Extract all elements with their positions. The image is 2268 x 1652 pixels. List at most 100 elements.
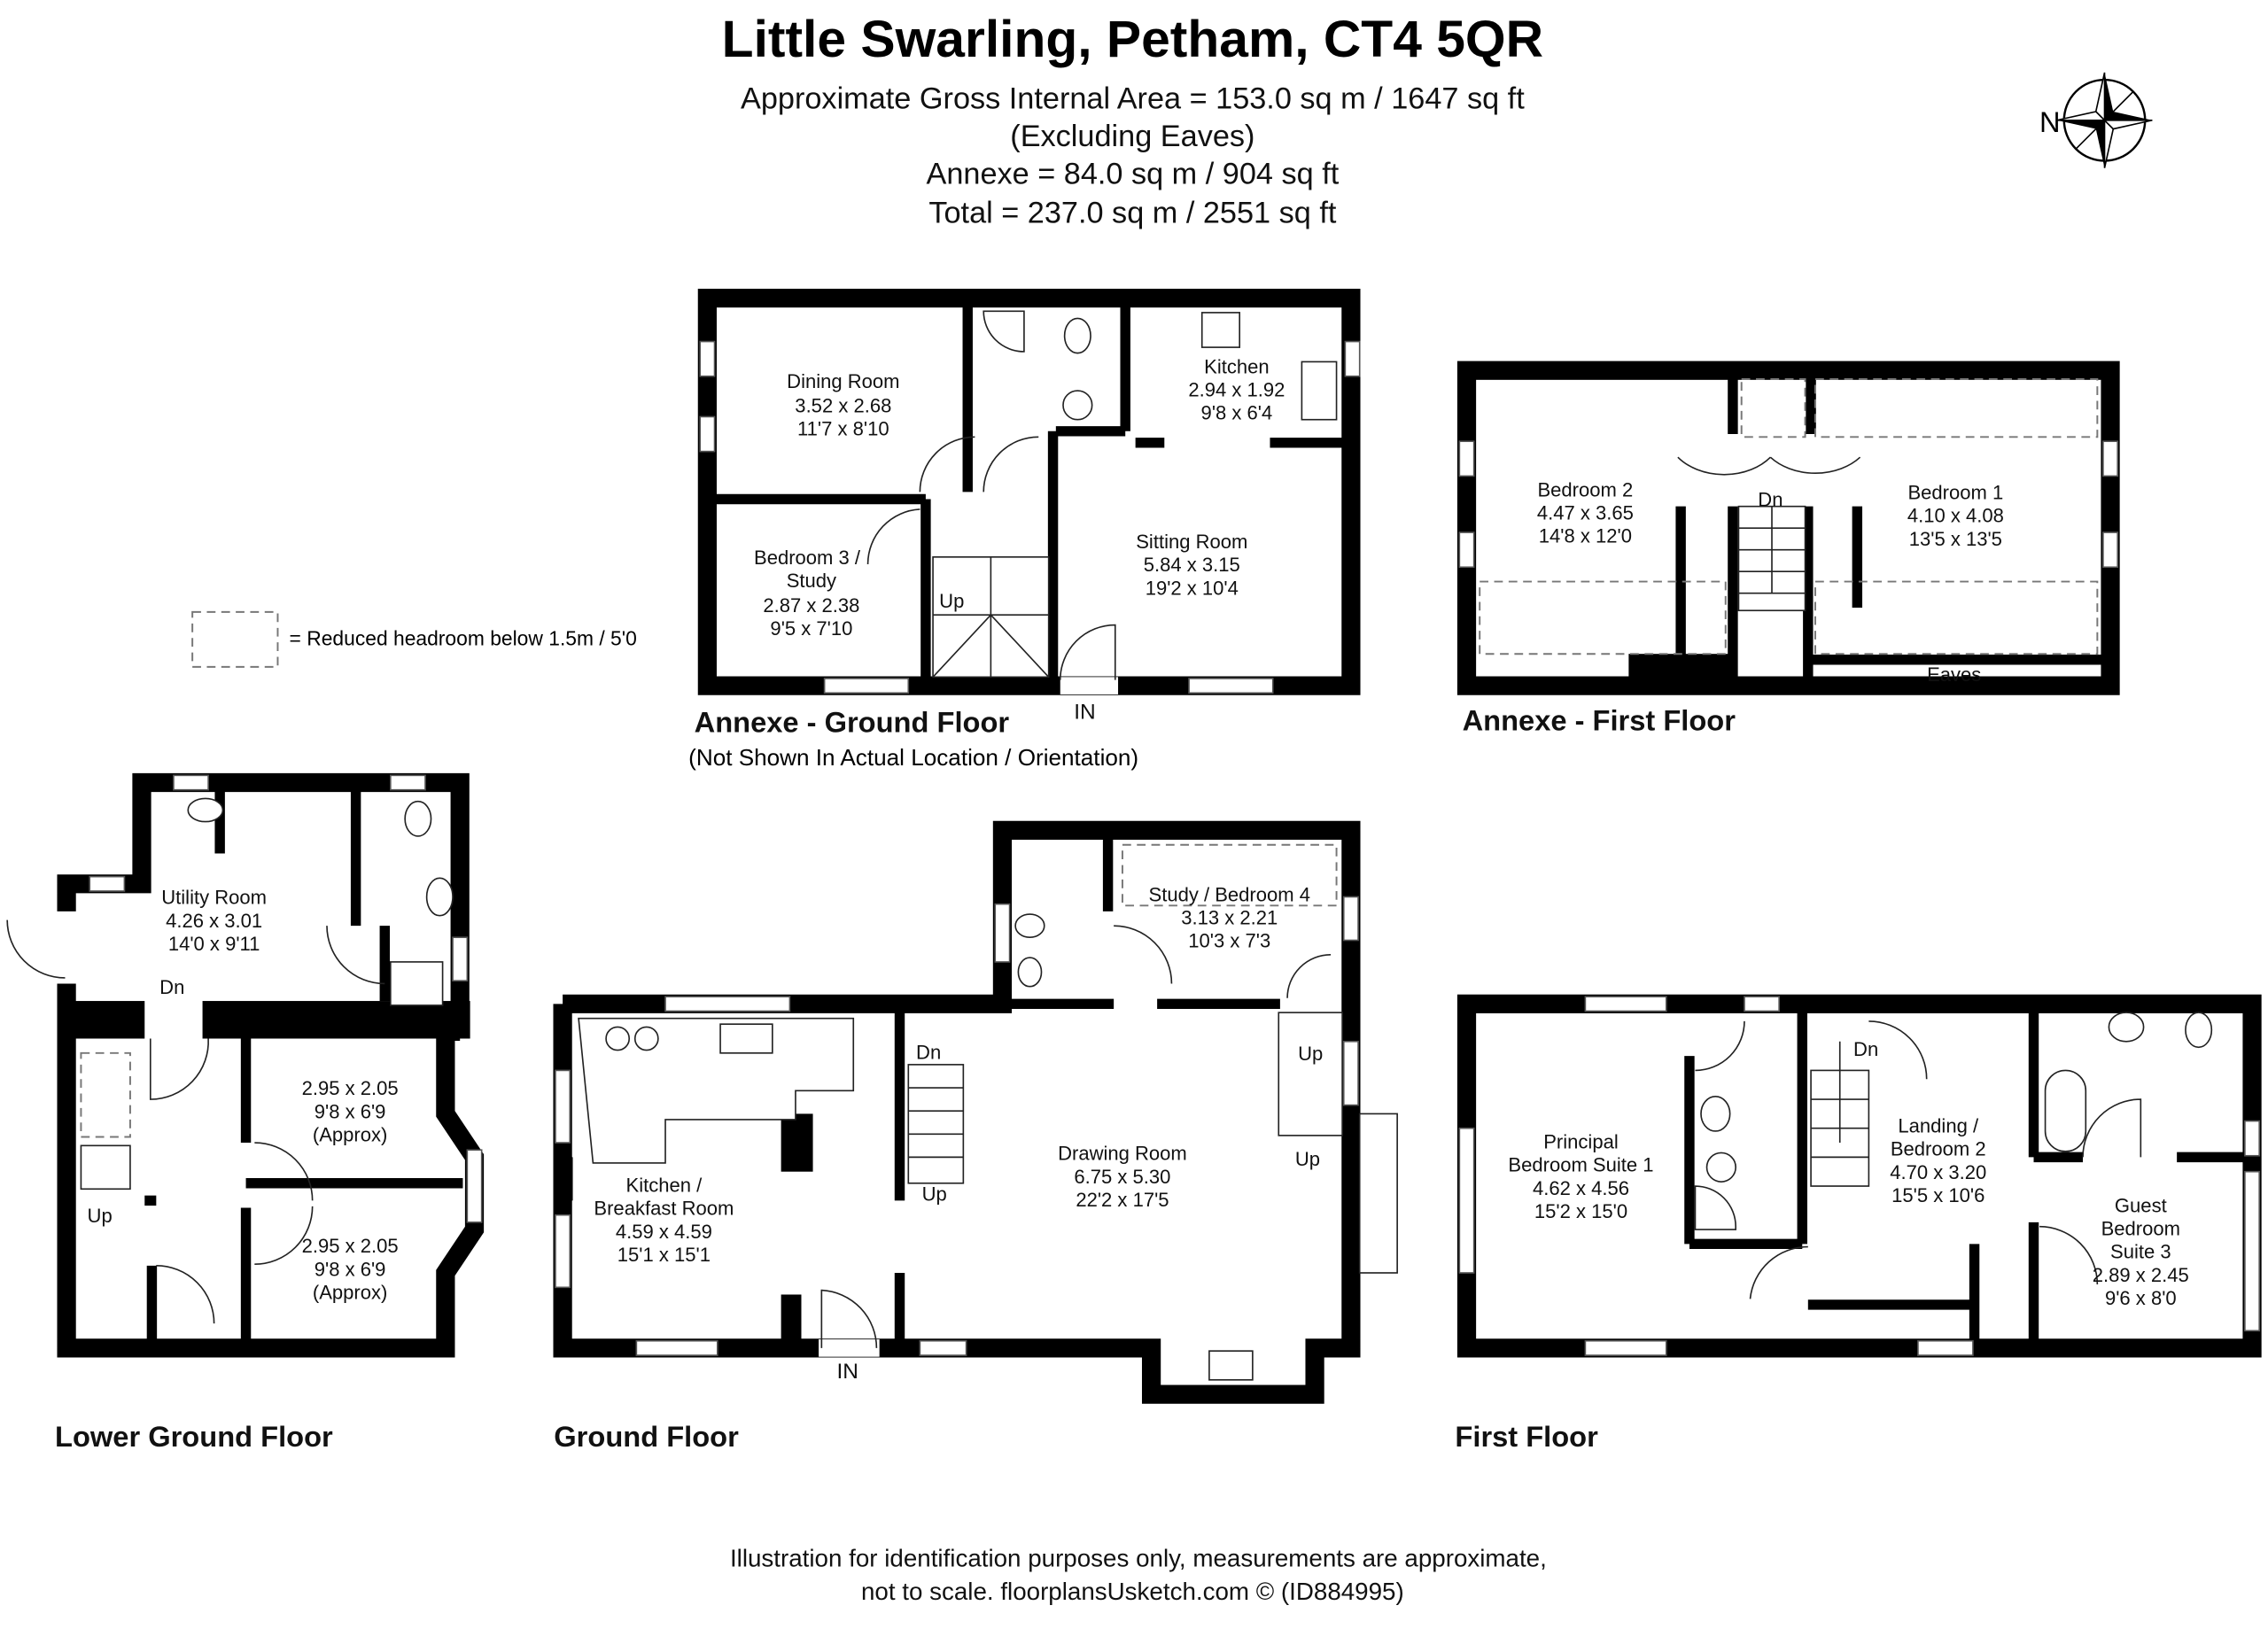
- toilet-icon: [2185, 1012, 2213, 1049]
- kitchen-name: Kitchen /: [626, 1175, 703, 1197]
- cellar-a-imperial: 9'8 x 6'9: [315, 1100, 386, 1122]
- compass-north-label: N: [2039, 105, 2061, 138]
- annexe-area: Annexe = 84.0 sq m / 904 sq ft: [927, 158, 1340, 191]
- toilet-icon: [1014, 913, 1045, 939]
- guest-bedroom-metric: 2.89 x 2.45: [2093, 1264, 2189, 1286]
- principal-bedroom-name2: Bedroom Suite 1: [1508, 1154, 1653, 1176]
- first-stairs-dn: Dn: [1853, 1038, 1878, 1060]
- sitting-room-name: Sitting Room: [1136, 531, 1247, 553]
- guest-bedroom-name3: Suite 3: [2110, 1241, 2171, 1263]
- annexe-stairs-up: Up: [939, 590, 964, 612]
- toilet-icon: [1063, 317, 1091, 354]
- ground-entrance: IN: [837, 1360, 858, 1384]
- principal-bedroom-imperial: 15'2 x 15'0: [1534, 1200, 1627, 1222]
- annexe-bedroom1-name: Bedroom 1: [1907, 482, 2003, 504]
- annexe-kitchen-name: Kitchen: [1204, 355, 1269, 377]
- annexe-kitchen-imperial: 9'8 x 6'4: [1201, 402, 1273, 424]
- shower-icon: [1694, 1185, 1736, 1230]
- kitchen-imperial: 15'1 x 15'1: [617, 1244, 711, 1266]
- basin-icon: [1700, 1095, 1731, 1132]
- annexe-ground-note: (Not Shown In Actual Location / Orientat…: [688, 744, 1138, 771]
- utility-room-imperial: 14'0 x 9'11: [168, 933, 260, 955]
- first-caption: First Floor: [1455, 1420, 1598, 1453]
- toilet-icon: [404, 800, 432, 837]
- legend-text: = Reduced headroom below 1.5m / 5'0: [290, 626, 637, 649]
- annexe-first-caption: Annexe - First Floor: [1463, 704, 1736, 737]
- landing-name2: Bedroom 2: [1891, 1138, 1986, 1160]
- study-bedroom4-imperial: 10'3 x 7'3: [1188, 930, 1270, 952]
- principal-bedroom-name: Principal: [1543, 1131, 1618, 1153]
- annexe-bedroom2-metric: 4.47 x 3.65: [1537, 501, 1634, 524]
- annexe-ground-floor-plan: [697, 288, 1361, 695]
- fireplace-icon: [1208, 1350, 1254, 1381]
- dining-room-metric: 3.52 x 2.68: [795, 395, 891, 417]
- ground-stairs-up: Up: [922, 1183, 947, 1205]
- stairs-icon: [1810, 1041, 1870, 1187]
- dining-room-imperial: 11'7 x 8'10: [797, 418, 889, 440]
- dining-room-name: Dining Room: [787, 370, 899, 392]
- guest-bedroom-name2: Bedroom: [2101, 1218, 2180, 1240]
- ground-step-up-2: Up: [1295, 1148, 1320, 1170]
- study-bedroom4-metric: 3.13 x 2.21: [1181, 907, 1278, 929]
- drawing-room-metric: 6.75 x 5.30: [1074, 1166, 1170, 1188]
- utility-room-name: Utility Room: [161, 887, 267, 909]
- reduced-headroom-swatch: [191, 610, 279, 668]
- cellar-a-note: (Approx): [313, 1123, 387, 1145]
- landing-imperial: 15'5 x 10'6: [1891, 1184, 1984, 1206]
- annexe-ground-caption: Annexe - Ground Floor: [695, 705, 1010, 738]
- bedroom3-name: Bedroom 3 /: [754, 547, 861, 569]
- basin-icon: [1062, 390, 1093, 421]
- basin-icon: [425, 877, 454, 917]
- title: Little Swarling, Petham, CT4 5QR: [722, 11, 1543, 68]
- annexe-stairs-dn: Dn: [1758, 489, 1783, 511]
- lower-ground-caption: Lower Ground Floor: [55, 1420, 333, 1453]
- gross-area: Approximate Gross Internal Area = 153.0 …: [741, 82, 1525, 116]
- cellar-b-metric: 2.95 x 2.05: [302, 1235, 399, 1257]
- first-floor-plan: [1456, 994, 2262, 1358]
- bedroom3-imperial: 9'5 x 7'10: [770, 617, 852, 640]
- cellar-b-imperial: 9'8 x 6'9: [315, 1258, 386, 1280]
- landing-name: Landing /: [1898, 1115, 1979, 1137]
- kitchen-name2: Breakfast Room: [594, 1198, 734, 1220]
- drawing-room-name: Drawing Room: [1058, 1143, 1187, 1165]
- principal-bedroom-metric: 4.62 x 4.56: [1533, 1177, 1629, 1199]
- sitting-room-metric: 5.84 x 3.15: [1144, 554, 1240, 576]
- disclaimer-line-1: Illustration for identification purposes…: [730, 1544, 1547, 1571]
- bath-icon: [2044, 1069, 2087, 1152]
- sitting-room-imperial: 19'2 x 10'4: [1146, 577, 1239, 599]
- ground-step-up-1: Up: [1298, 1043, 1323, 1065]
- lower-ground-floor-plan: [6, 772, 485, 1358]
- total-area: Total = 237.0 sq m / 2551 sq ft: [928, 197, 1336, 230]
- bedroom3-name2: Study: [787, 570, 836, 592]
- guest-bedroom-name: Guest: [2115, 1194, 2167, 1216]
- kitchen-worktop: [578, 1017, 855, 1164]
- toilet-icon: [1705, 1152, 1736, 1183]
- annexe-entrance: IN: [1074, 701, 1095, 725]
- stairs-icon: [1737, 505, 1806, 612]
- guest-bedroom-imperial: 9'6 x 8'0: [2105, 1287, 2177, 1309]
- sink-icon: [719, 1023, 773, 1054]
- disclaimer-line-2: not to scale. floorplansUsketch.com © (I…: [861, 1578, 1404, 1605]
- sink-icon: [187, 797, 224, 823]
- lower-stairs-up: Up: [88, 1205, 113, 1227]
- kitchen-metric: 4.59 x 4.59: [616, 1221, 712, 1243]
- landing-metric: 4.70 x 3.20: [1890, 1161, 1986, 1183]
- shower-icon: [983, 310, 1025, 353]
- annexe-kitchen-metric: 2.94 x 1.92: [1188, 379, 1285, 401]
- annexe-bedroom2-name: Bedroom 2: [1537, 478, 1633, 500]
- annexe-bedroom2-imperial: 14'8 x 12'0: [1539, 525, 1632, 547]
- compass-rose-icon: [2056, 72, 2153, 168]
- ground-floor-plan: [553, 820, 1398, 1404]
- cellar-b-note: (Approx): [313, 1281, 387, 1303]
- stairs-icon: [932, 556, 1050, 679]
- hob-icon: [633, 1026, 659, 1051]
- hob-icon: [1200, 312, 1240, 348]
- eaves-note: (Excluding Eaves): [1010, 120, 1254, 153]
- eaves-label: Eaves: [1927, 663, 1981, 686]
- sink-icon: [1301, 361, 1338, 421]
- cellar-a-metric: 2.95 x 2.05: [302, 1077, 399, 1099]
- drawing-room-imperial: 22'2 x 17'5: [1076, 1189, 1169, 1211]
- lower-stairs-dn: Dn: [159, 976, 184, 998]
- basin-icon: [1017, 957, 1043, 988]
